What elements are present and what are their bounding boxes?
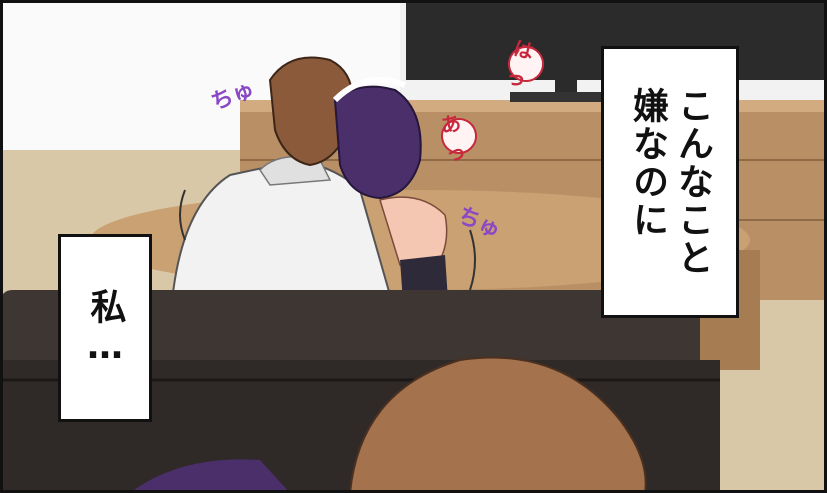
- caption-text-left: 私…: [84, 287, 126, 369]
- caption-text-right: こんなこと 嫌なのに: [627, 87, 713, 277]
- foreground-hair: [348, 356, 647, 493]
- tv-base: [510, 92, 630, 102]
- foreground-maid-hair: [130, 459, 290, 493]
- maid-hair: [333, 85, 422, 200]
- motion-line: [179, 189, 186, 241]
- motion-line: [469, 229, 476, 291]
- maid-headband: [332, 77, 407, 103]
- caption-box-left: 私…: [58, 234, 152, 422]
- sofa-back: [0, 290, 700, 380]
- caption-box-right: こんなこと 嫌なのに: [601, 46, 739, 318]
